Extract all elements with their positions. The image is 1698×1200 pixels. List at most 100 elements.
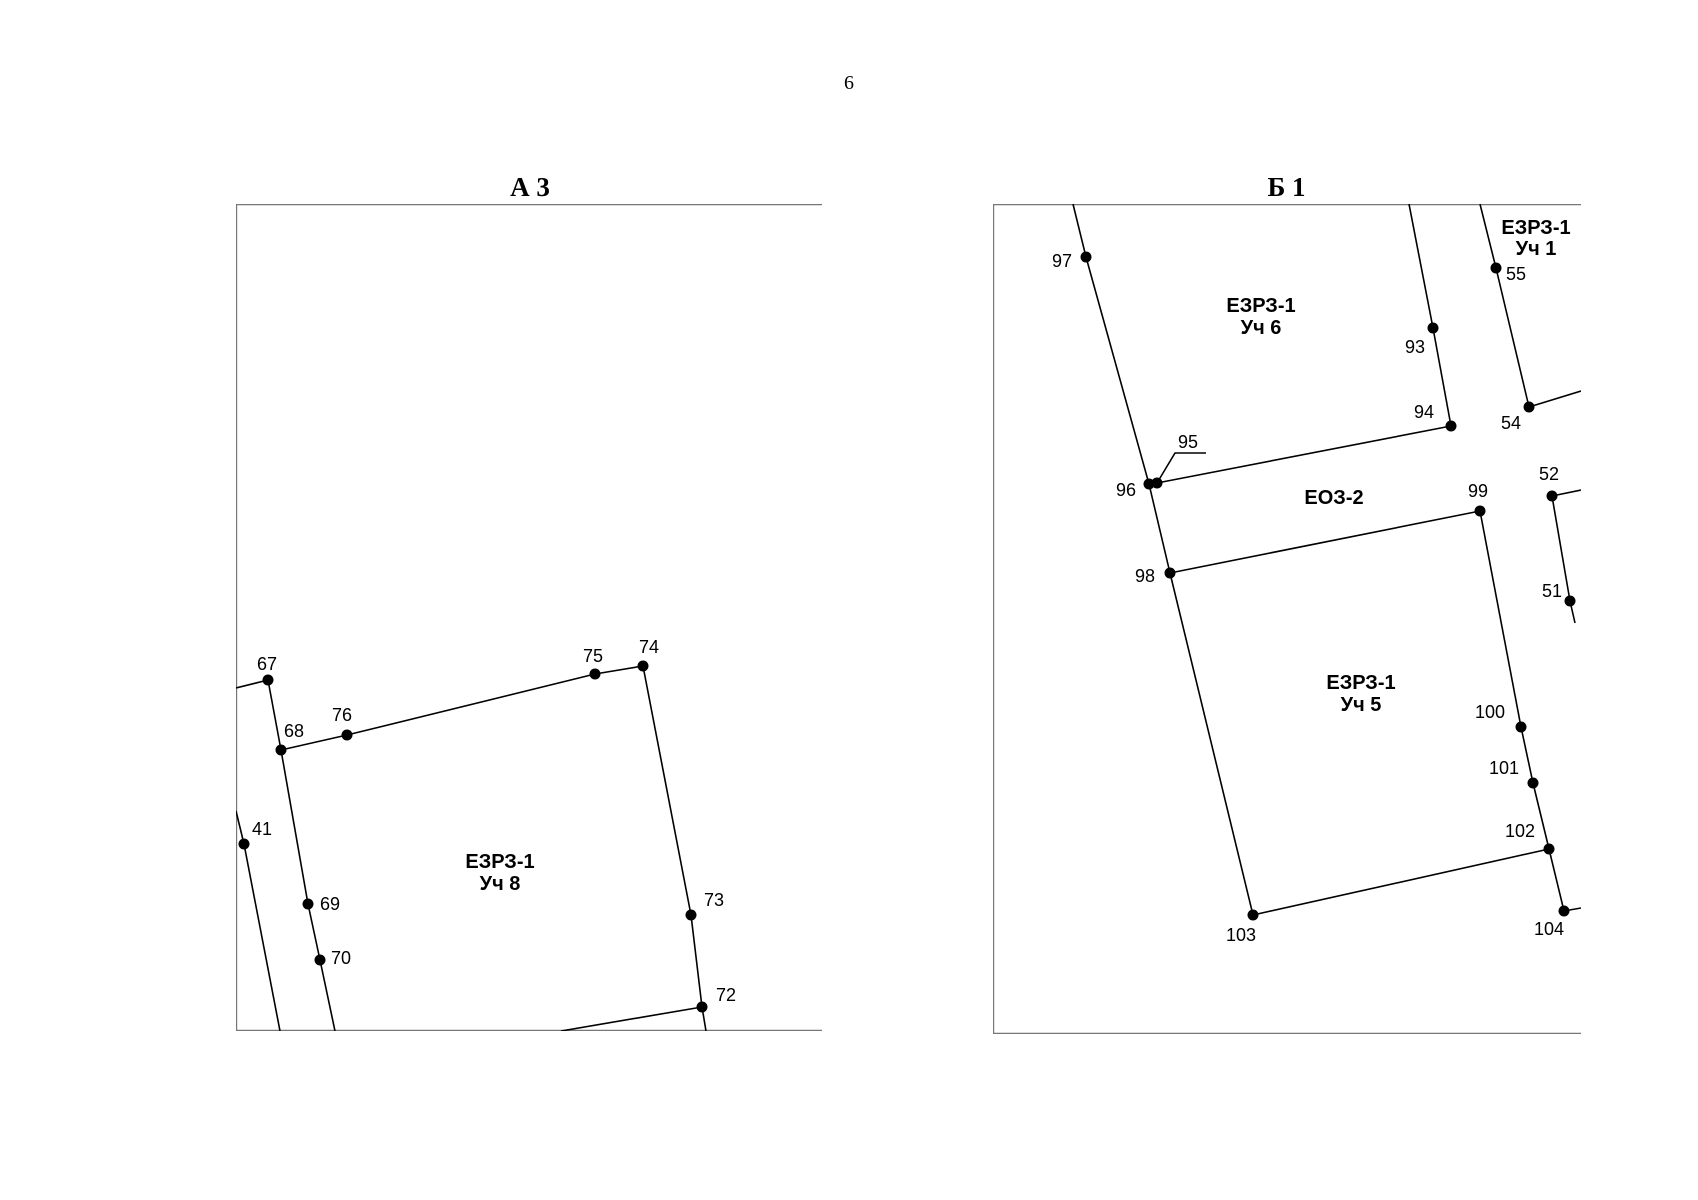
point-52-label: 52 (1539, 464, 1559, 484)
boundary-segment (267, 679, 282, 751)
map-title-a3: А 3 (510, 172, 550, 202)
point-51-label: 51 (1542, 581, 1562, 601)
boundary-segment (1551, 495, 1571, 602)
zone-label-uch8: ЕЗРЗ-1 Уч 8 (465, 851, 534, 895)
point-102-marker (1543, 843, 1555, 855)
point-76-marker (341, 729, 353, 741)
point-101-label: 101 (1489, 758, 1519, 778)
boundary-segment (1072, 204, 1087, 258)
map-canvas-a3: 67 68 76 75 74 41 69 70 73 72 ЕЗРЗ-1 Уч … (236, 204, 822, 1031)
point-73-label: 73 (704, 890, 724, 910)
boundary-segment (1148, 483, 1171, 574)
boundary-segment (236, 810, 245, 845)
point-75-marker (589, 668, 601, 680)
parcel-boundaries (1072, 204, 1581, 916)
point-54-label: 54 (1501, 413, 1521, 433)
point-68-label: 68 (284, 721, 304, 741)
point-97-label: 97 (1052, 251, 1072, 271)
point-76-label: 76 (332, 705, 352, 725)
point-73-marker (685, 909, 697, 921)
map-title-b1: Б 1 (1267, 172, 1306, 202)
boundary-segment (1169, 510, 1481, 574)
boundary-segment (1156, 425, 1452, 484)
boundary-points (238, 660, 708, 1013)
zone-label-uch6-line2: Уч 6 (1241, 317, 1282, 339)
boundary-segment (594, 665, 644, 675)
point-104-label: 104 (1534, 919, 1564, 939)
boundary-segment (1532, 782, 1550, 850)
boundary-segment (1479, 510, 1522, 728)
boundary-segment (319, 959, 336, 1031)
boundary-segment (1432, 327, 1452, 427)
boundary-segment (1528, 390, 1581, 408)
point-103-label: 103 (1226, 925, 1256, 945)
boundary-segment (280, 734, 348, 751)
point-69-marker (302, 898, 314, 910)
point-93-label: 93 (1405, 337, 1425, 357)
point-95-label: 95 (1178, 432, 1198, 452)
parcel-boundaries (236, 665, 707, 1031)
point-54-marker (1523, 401, 1535, 413)
map-sheet-b1: 97 55 93 94 54 95 96 99 52 98 51 100 101… (993, 204, 1581, 1034)
point-94-label: 94 (1414, 402, 1434, 422)
zone-label-line1: ЕЗРЗ-1 (465, 851, 534, 873)
point-70-label: 70 (331, 948, 351, 968)
boundary-segment (243, 843, 281, 1031)
map-canvas-b1: 97 55 93 94 54 95 96 99 52 98 51 100 101… (993, 204, 1581, 1034)
point-102-label: 102 (1505, 821, 1535, 841)
point-55-label: 55 (1506, 264, 1526, 284)
boundary-segment (307, 903, 321, 961)
point-68-marker (275, 744, 287, 756)
zone-label-uch6-line1: ЕЗРЗ-1 (1226, 295, 1295, 317)
point-41-marker (238, 838, 250, 850)
zone-label-line2: Уч 8 (480, 873, 521, 895)
boundary-segment (560, 1006, 703, 1031)
point-41-label: 41 (252, 819, 272, 839)
zone-label-eoz2: ЕОЗ-2 (1304, 487, 1363, 509)
point-74-label: 74 (639, 637, 659, 657)
boundary-segment (1479, 204, 1497, 269)
map-frame-border (993, 204, 1581, 1034)
point-94-marker (1445, 420, 1457, 432)
boundary-segment (346, 673, 596, 736)
point-labels: 97 55 93 94 54 95 96 99 52 98 51 100 101… (1052, 251, 1564, 945)
point-72-marker (696, 1001, 708, 1013)
point-74-marker (637, 660, 649, 672)
point-55-marker (1490, 262, 1502, 274)
zone-label-uch1-line1: ЕЗРЗ-1 (1501, 217, 1570, 239)
boundary-segment (280, 749, 309, 905)
point-67-marker (262, 674, 274, 686)
point-98-label: 98 (1135, 566, 1155, 586)
boundary-points (1080, 251, 1576, 921)
point-104-marker (1558, 905, 1570, 917)
zone-label-uch5-line2: Уч 5 (1341, 694, 1382, 716)
point-97-marker (1080, 251, 1092, 263)
point-99-label: 99 (1468, 481, 1488, 501)
point-51-marker (1564, 595, 1576, 607)
point-72-label: 72 (716, 985, 736, 1005)
boundary-segment (1408, 204, 1434, 329)
point-100-marker (1515, 721, 1527, 733)
zone-label-uch5-line1: ЕЗРЗ-1 (1326, 672, 1395, 694)
boundary-segment (1520, 726, 1534, 784)
zone-label-uch1-line2: Уч 1 (1516, 238, 1557, 260)
point-93-marker (1427, 322, 1439, 334)
point-labels: 67 68 76 75 74 41 69 70 73 72 (252, 637, 736, 1005)
point-75-label: 75 (583, 646, 603, 666)
point-69-label: 69 (320, 894, 340, 914)
point-95-leader (1156, 452, 1206, 484)
point-96-marker (1143, 478, 1155, 490)
boundary-segment (1252, 848, 1550, 916)
zone-labels: ЕЗРЗ-1 Уч 6 ЕЗРЗ-1 Уч 1 ЕОЗ-2 ЕЗРЗ-1 Уч … (1226, 217, 1570, 716)
boundary-segment (1169, 572, 1254, 916)
boundary-segment (1495, 267, 1530, 408)
point-98-marker (1164, 567, 1176, 579)
page-number: 6 (844, 72, 854, 94)
point-96-label: 96 (1116, 480, 1136, 500)
boundary-segment (642, 665, 692, 916)
point-70-marker (314, 954, 326, 966)
boundary-segment (690, 914, 703, 1008)
boundary-segment (1085, 256, 1150, 485)
point-99-marker (1474, 505, 1486, 517)
point-67-label: 67 (257, 654, 277, 674)
